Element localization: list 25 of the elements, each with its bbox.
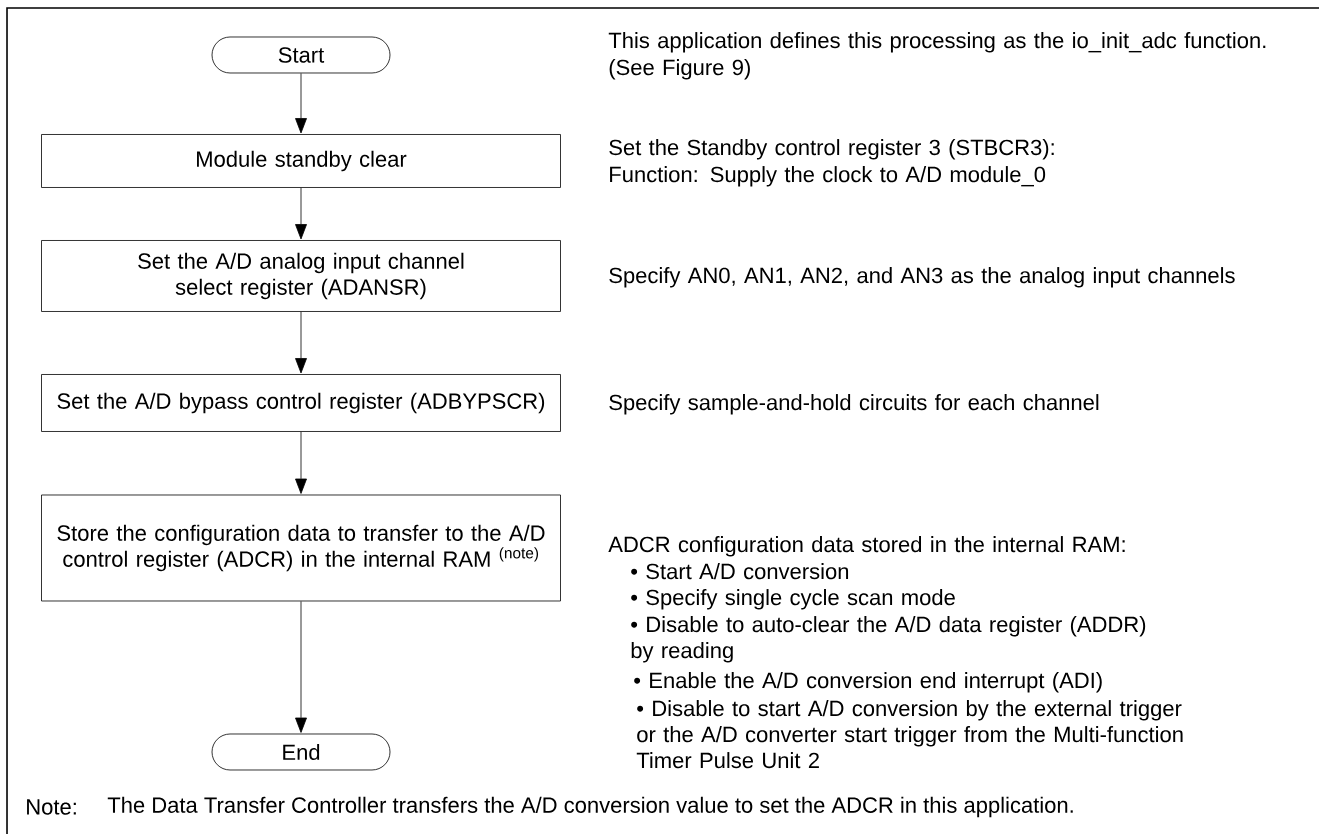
- description-text: Specify sample-and-hold circuits for each channel: [609, 394, 1099, 415]
- terminator: End: [211, 733, 391, 771]
- description-text: • Disable to start A/D conversion by the external trigger or the A/D converter start trigger from the Multi-function Timer Pulse Unit 2: [636, 700, 1183, 769]
- description-text: This application defines this processing as the io_init_adc function.: [608, 32, 1266, 53]
- description-text: • Enable the A/D conversion end interrupt (ADI): [634, 672, 1102, 693]
- arrow: [295, 187, 307, 240]
- description-text: (See Figure 9): [609, 59, 750, 80]
- arrow: [295, 431, 307, 494]
- description-text: Function: Supply the clock to A/D module_0: [610, 166, 1046, 187]
- description-text: Specify AN0, AN1, AN2, and AN3 as the analog input channels: [609, 267, 1235, 288]
- process-box: Set the A/D bypass control register (ADBYPSCR): [41, 374, 561, 432]
- description-text: • Disable to auto-clear the A/D data register (ADDR) by reading: [631, 616, 1146, 663]
- process-box: Module standby clear: [41, 134, 561, 188]
- description-text: • Start A/D conversion: [631, 563, 849, 580]
- description-text: ADCR configuration data stored in the internal RAM:: [608, 536, 1125, 557]
- arrow: [295, 601, 307, 733]
- arrow: [295, 311, 307, 374]
- terminator: Start: [211, 36, 391, 74]
- process-box: Store the configuration data to transfer to the A/D control register (ADCR) in the internal RAM $^{(note)}$: [41, 494, 561, 602]
- process-box: Set the A/D analog input channel select register (ADANSR): [41, 240, 561, 312]
- note-label: Note:: [27, 799, 76, 815]
- arrow: [295, 73, 307, 134]
- description-text: Set the Standby control register 3 (STBCR3):: [609, 139, 1054, 160]
- description-text: • Specify single cycle scan mode: [631, 589, 955, 610]
- note-text: The Data Transfer Controller transfers the A/D conversion value to set the ADCR in this application.: [107, 796, 1073, 818]
